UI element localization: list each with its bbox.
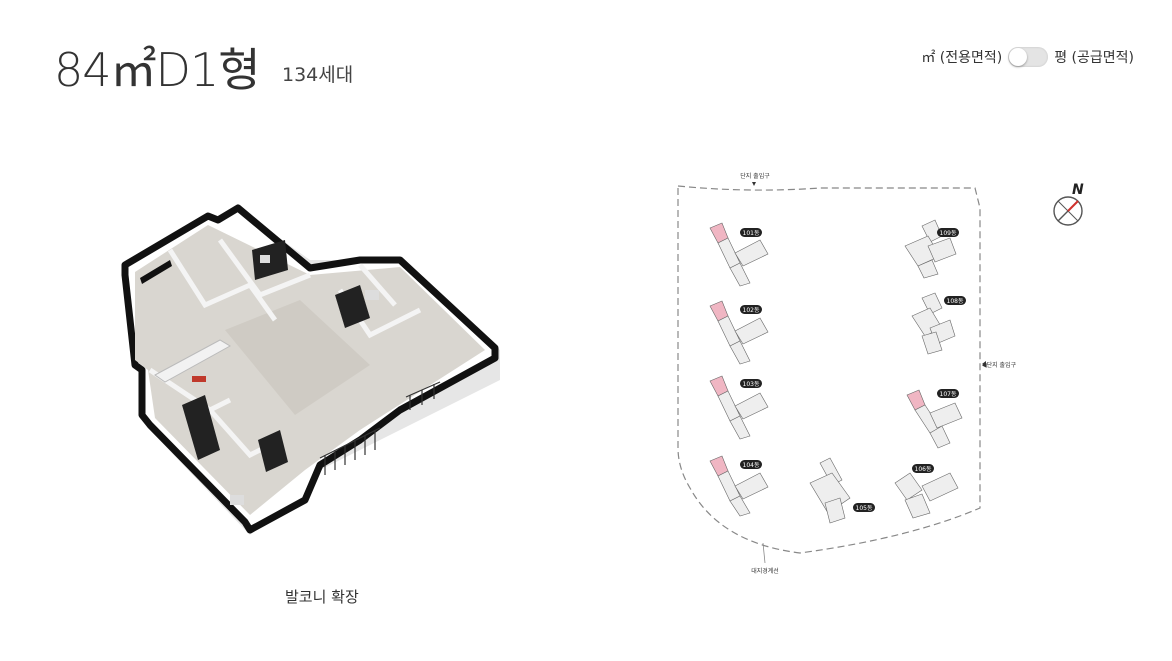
entrance-label-top: 단지 출입구	[740, 172, 770, 180]
unit-label-pyeong[interactable]: 평 (공급면적)	[1054, 50, 1134, 66]
building-label-102: 102동	[743, 307, 760, 314]
floorplan-3d-image	[121, 204, 500, 535]
building-label-108: 108동	[947, 298, 964, 305]
building-label-107: 107동	[940, 391, 957, 398]
building-101	[709, 222, 769, 287]
building-102	[709, 300, 769, 365]
toggle-knob	[1009, 48, 1028, 66]
building-label-103: 103동	[743, 381, 760, 388]
area-unit-switch[interactable]: ㎡ (전용면적) 평 (공급면적)	[921, 47, 1134, 67]
building-107	[906, 389, 963, 449]
building-108	[911, 292, 956, 355]
building-label-106: 106동	[915, 466, 932, 473]
building-105	[809, 457, 851, 524]
building-109	[904, 219, 957, 279]
building-label-101: 101동	[743, 230, 760, 237]
building-103	[709, 375, 769, 440]
building-106	[894, 472, 959, 519]
north-compass-icon: N	[1053, 182, 1084, 226]
building-104	[709, 455, 769, 517]
floorplan-caption: 발코니 확장	[285, 588, 359, 606]
unit-toggle[interactable]	[1008, 47, 1049, 67]
unit-label-sqm[interactable]: ㎡ (전용면적)	[921, 50, 1003, 66]
building-label-105: 105동	[856, 505, 873, 512]
household-count: 134세대	[282, 64, 354, 86]
entrance-label-right: ◀단지 출입구	[982, 361, 1017, 369]
page-title: 84㎡D1형	[54, 43, 261, 97]
building-label-109: 109동	[940, 230, 957, 237]
site-boundary-line	[677, 185, 981, 554]
north-label: N	[1072, 182, 1084, 198]
building-label-104: 104동	[743, 462, 760, 469]
site-plan-map: 101동 102동 103동 104동 105동 106동 107동 108동 …	[677, 172, 1017, 575]
boundary-label: 대지경계선	[751, 567, 779, 575]
